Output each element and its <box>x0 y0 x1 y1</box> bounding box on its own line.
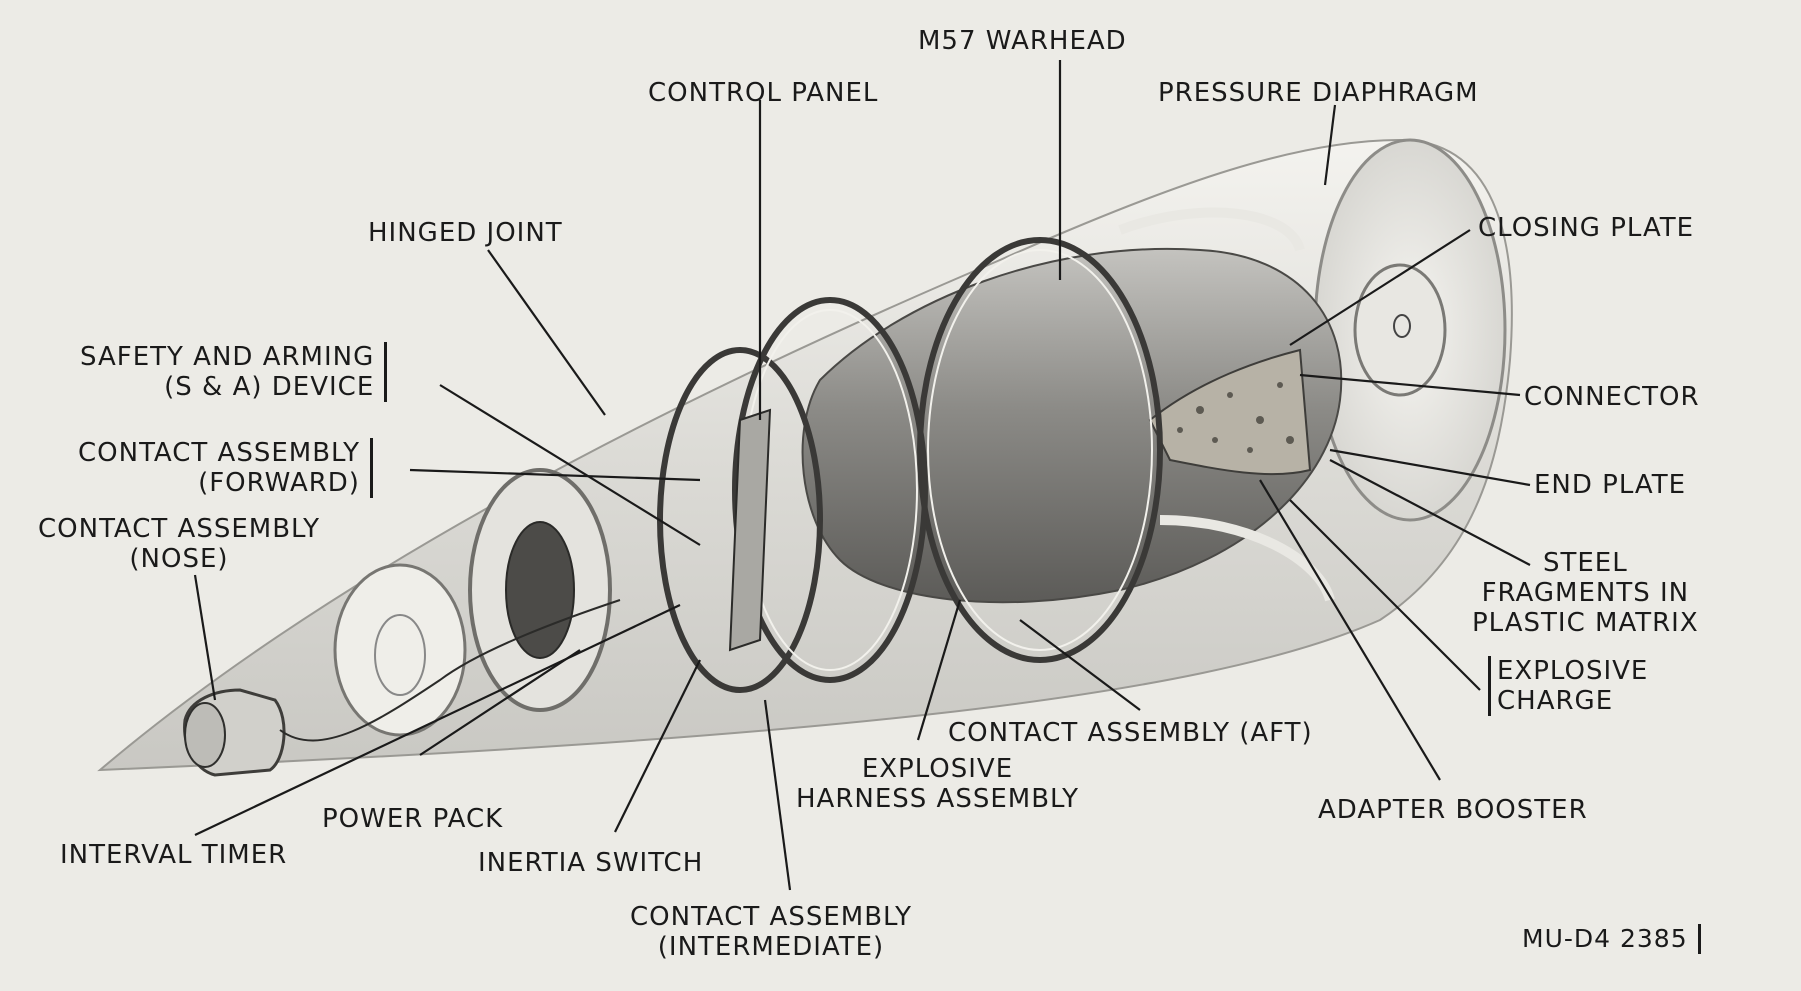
harness-wire <box>279 599 621 742</box>
label-explosive-charge: EXPLOSIVE CHARGE <box>1488 656 1648 716</box>
label-steel-fragments-line1: STEEL <box>1542 548 1628 578</box>
label-contact-forward-line2: (FORWARD) <box>198 468 360 498</box>
label-control-panel: CONTROL PANEL <box>648 78 879 108</box>
label-safety-arming-line2: (S & A) DEVICE <box>164 372 375 402</box>
label-contact-forward-line1: CONTACT ASSEMBLY <box>78 438 360 468</box>
label-contact-nose-line1: CONTACT ASSEMBLY <box>38 514 320 544</box>
label-end-plate: END PLATE <box>1534 470 1686 500</box>
label-connector: CONNECTOR <box>1524 382 1700 412</box>
label-safety-arming-device: SAFETY AND ARMING (S & A) DEVICE <box>80 342 388 402</box>
label-steel-fragments-line2: FRAGMENTS IN <box>1481 578 1690 608</box>
label-contact-assembly-aft: CONTACT ASSEMBLY (AFT) <box>948 718 1313 748</box>
power-pack-disc <box>333 563 467 737</box>
label-adapter-booster: ADAPTER BOOSTER <box>1318 795 1588 825</box>
label-explosive-charge-line2: CHARGE <box>1497 686 1614 716</box>
label-contact-intermediate-line2: (INTERMEDIATE) <box>657 932 885 962</box>
label-explosive-harness-line1: EXPLOSIVE <box>861 754 1014 784</box>
label-closing-plate: CLOSING PLATE <box>1478 213 1695 243</box>
label-m57-warhead: M57 WARHEAD <box>918 26 1127 56</box>
fragment-matrix-cutaway <box>1148 348 1312 476</box>
label-hinged-joint: HINGED JOINT <box>368 218 563 248</box>
label-explosive-harness-assembly: EXPLOSIVE HARNESS ASSEMBLY <box>796 754 1079 814</box>
leader-lines <box>193 60 1531 891</box>
label-inertia-switch: INERTIA SWITCH <box>478 848 704 878</box>
mid-ring <box>732 297 928 683</box>
label-contact-assembly-forward: CONTACT ASSEMBLY (FORWARD) <box>78 438 373 498</box>
label-safety-arming-line1: SAFETY AND ARMING <box>80 342 375 372</box>
label-pressure-diaphragm: PRESSURE DIAPHRAGM <box>1158 78 1479 108</box>
label-steel-fragments-line3: PLASTIC MATRIX <box>1472 608 1699 638</box>
label-explosive-charge-line1: EXPLOSIVE <box>1497 656 1649 686</box>
label-contact-intermediate-line1: CONTACT ASSEMBLY <box>630 902 912 932</box>
label-contact-assembly-intermediate: CONTACT ASSEMBLY (INTERMEDIATE) <box>630 902 912 962</box>
figure-code: MU-D4 2385 <box>1522 924 1701 954</box>
closing-plate-disc <box>1353 263 1447 397</box>
label-interval-timer: INTERVAL TIMER <box>60 840 288 870</box>
label-power-pack: POWER PACK <box>322 804 504 834</box>
label-explosive-harness-line2: HARNESS ASSEMBLY <box>796 784 1079 814</box>
label-contact-assembly-nose: CONTACT ASSEMBLY (NOSE) <box>38 514 320 574</box>
label-contact-nose-line2: (NOSE) <box>129 544 229 574</box>
label-steel-fragments: STEEL FRAGMENTS IN PLASTIC MATRIX <box>1472 548 1699 638</box>
